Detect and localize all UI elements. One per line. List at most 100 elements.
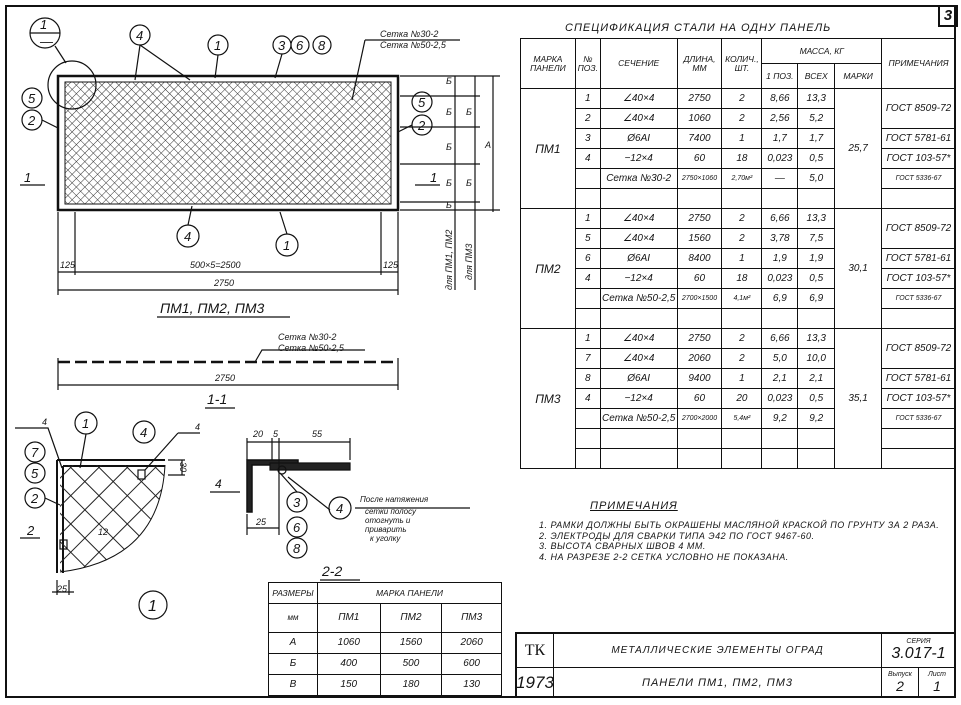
spec-note: ГОСТ 8509-72 bbox=[881, 208, 956, 249]
cell: В bbox=[268, 674, 318, 696]
spec-cell: 18 bbox=[721, 148, 763, 169]
spec-cell: ∠40×4 bbox=[599, 228, 678, 249]
dim: Б bbox=[446, 76, 452, 86]
panel-mark: ПМ3 bbox=[520, 328, 576, 469]
spec-cell bbox=[676, 448, 723, 469]
spec-cell bbox=[574, 448, 601, 469]
mesh bbox=[64, 81, 392, 205]
cell: 150 bbox=[316, 674, 381, 696]
dim: Б bbox=[446, 178, 452, 188]
spec-cell: 6,66 bbox=[761, 328, 799, 349]
spec-row bbox=[521, 428, 956, 449]
spec-cell bbox=[599, 428, 678, 449]
panel-mark: ПМ2 bbox=[520, 208, 576, 329]
dim: 5 bbox=[273, 429, 279, 439]
spec-cell bbox=[574, 168, 601, 189]
header-notes: Примечания bbox=[881, 38, 956, 89]
section-mark: 1 bbox=[24, 170, 31, 185]
spec-cell: 2 bbox=[721, 228, 763, 249]
mark-total: 25,7 bbox=[834, 88, 883, 209]
note-item: 3. Высота сварных швов 4 мм. bbox=[539, 541, 706, 551]
mark-total: 35,1 bbox=[834, 328, 883, 469]
callout: 1 bbox=[214, 38, 221, 53]
spec-cell: 2060 bbox=[676, 348, 723, 369]
spec-cell: 2 bbox=[721, 208, 763, 229]
spec-row bbox=[521, 188, 956, 209]
dim: А bbox=[484, 140, 491, 150]
mesh-label: Сетка №50-2,5 bbox=[380, 40, 447, 50]
spec-cell: Ø6AI bbox=[599, 368, 678, 389]
cell: 180 bbox=[379, 674, 443, 696]
spec-note: ГОСТ 103-57* bbox=[881, 388, 956, 409]
spec-cell bbox=[721, 188, 763, 209]
notes-title: Примечания bbox=[590, 500, 678, 512]
spec-cell bbox=[721, 428, 763, 449]
spec-cell: 5,0 bbox=[761, 348, 799, 369]
callout: 2 bbox=[27, 113, 36, 128]
callout: 4 bbox=[136, 28, 143, 43]
spec-note: ГОСТ 8509-72 bbox=[881, 88, 956, 129]
spec-cell: ∠40×4 bbox=[599, 208, 678, 229]
cell: 600 bbox=[441, 653, 502, 675]
spec-note: ГОСТ 103-57* bbox=[881, 268, 956, 289]
spec-cell: 5,0 bbox=[797, 168, 836, 189]
spec-cell: 7 bbox=[574, 348, 601, 369]
spec-cell: 0,5 bbox=[797, 148, 836, 169]
spec-cell: 8 bbox=[574, 368, 601, 389]
spec-cell: 8,66 bbox=[761, 88, 799, 109]
spec-cell: 5,2 bbox=[797, 108, 836, 129]
note-item: 1. Рамки должны быть окрашены масляной к… bbox=[539, 520, 940, 530]
series: 3.017-1 bbox=[891, 645, 946, 662]
spec-cell: ∠40×4 bbox=[599, 328, 678, 349]
spec-cell: 2,1 bbox=[797, 368, 836, 389]
dim: Б bbox=[446, 107, 452, 117]
header-length: Длина, мм bbox=[676, 38, 723, 89]
dim: 2750 bbox=[213, 278, 234, 288]
spec-cell bbox=[676, 188, 723, 209]
note-item: 4. На разрезе 2-2 сетка условно не показ… bbox=[539, 551, 789, 562]
spec-cell bbox=[574, 428, 601, 449]
spec-cell: 18 bbox=[721, 268, 763, 289]
dim: Б bbox=[446, 200, 452, 210]
header-pos: № поз. bbox=[574, 38, 601, 89]
spec-cell: 6,66 bbox=[761, 208, 799, 229]
spec-note: ГОСТ 5336-67 bbox=[881, 168, 956, 189]
spec-cell bbox=[721, 308, 763, 329]
dim: 30 bbox=[178, 462, 188, 472]
dim: 125 bbox=[383, 260, 399, 270]
spec-cell: 2700×2000 bbox=[676, 408, 723, 429]
cell: 1060 bbox=[316, 632, 381, 654]
spec-cell: 2 bbox=[721, 328, 763, 349]
spec-cell: 0,5 bbox=[797, 388, 836, 409]
spec-cell: 2750×1060 bbox=[676, 168, 723, 189]
section-title: 1-1 bbox=[207, 391, 227, 407]
notes-list: 1. Рамки должны быть окрашены масляной к… bbox=[525, 520, 945, 562]
spec-cell: ∠40×4 bbox=[599, 348, 678, 369]
callout: 7 bbox=[31, 445, 39, 460]
cell: Б bbox=[268, 653, 318, 675]
weld-size: 12 bbox=[98, 527, 108, 537]
spec-cell bbox=[761, 448, 799, 469]
detail-ref-number: 1 bbox=[40, 17, 47, 32]
dim: Б bbox=[466, 178, 472, 188]
col-header: ПМ2 bbox=[379, 603, 443, 633]
spec-table: Марка панели № поз. Сечение Длина, мм Ко… bbox=[520, 38, 956, 469]
spec-note bbox=[881, 448, 956, 469]
spec-cell: 10,0 bbox=[797, 348, 836, 369]
spec-cell: 2 bbox=[574, 108, 601, 129]
spec-cell: 1,9 bbox=[797, 248, 836, 269]
series-label: Серия bbox=[906, 638, 931, 645]
detail-circle bbox=[47, 60, 97, 110]
issue-label: Выпуск bbox=[888, 671, 912, 678]
header-unit: мм bbox=[268, 603, 318, 633]
spec-cell: 1560 bbox=[676, 228, 723, 249]
spec-cell bbox=[574, 188, 601, 209]
callout: 8 bbox=[293, 541, 301, 556]
callout: 5 bbox=[28, 91, 36, 106]
spec-cell: 9,2 bbox=[761, 408, 799, 429]
spec-cell: 1 bbox=[574, 328, 601, 349]
